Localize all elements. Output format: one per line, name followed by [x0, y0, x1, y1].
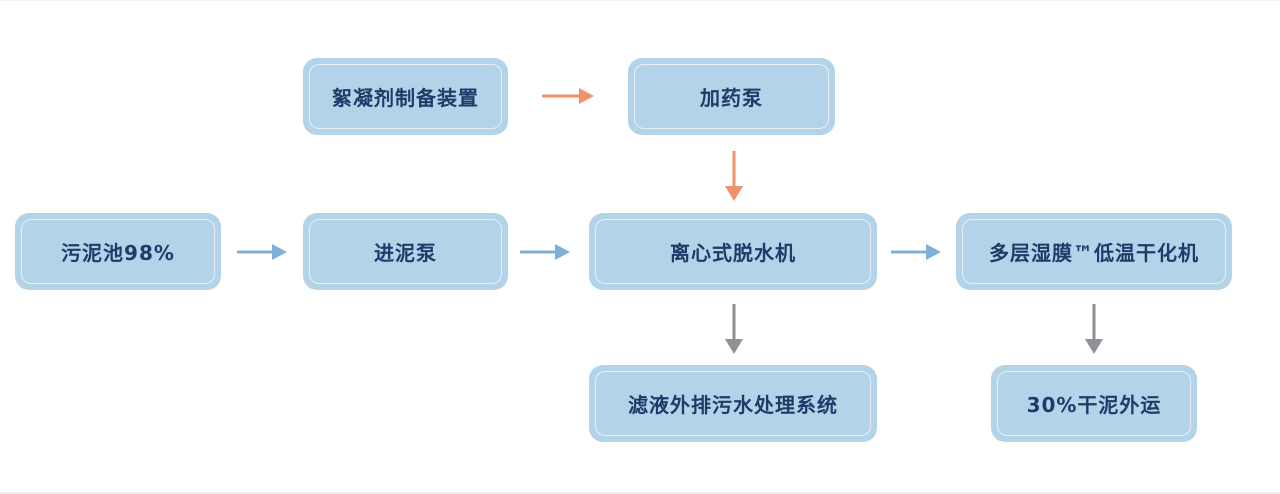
- node-label: 多层湿膜™低温干化机: [989, 241, 1199, 265]
- arrow-right-icon: [237, 244, 287, 260]
- node-filtrate-treatment: 滤液外排污水处理系统: [589, 365, 877, 442]
- node-label: 絮凝剂制备装置: [332, 86, 479, 110]
- node-sludge-pool: 污泥池98%: [15, 213, 221, 290]
- node-dry-sludge-out: 30%干泥外运: [991, 365, 1197, 442]
- node-dryer: 多层湿膜™低温干化机: [956, 213, 1232, 290]
- node-label: 加药泵: [700, 86, 763, 110]
- bottom-divider: [0, 492, 1280, 494]
- arrow-right-icon: [542, 88, 594, 104]
- top-divider: [0, 0, 1280, 1]
- node-flocculant-prep: 絮凝剂制备装置: [303, 58, 508, 135]
- node-feed-pump: 进泥泵: [303, 213, 508, 290]
- arrow-down-icon: [725, 151, 743, 201]
- node-label: 污泥池98%: [61, 241, 175, 265]
- arrow-down-icon: [725, 304, 743, 354]
- node-dosing-pump: 加药泵: [628, 58, 835, 135]
- node-label: 滤液外排污水处理系统: [628, 393, 838, 417]
- node-label: 进泥泵: [374, 241, 437, 265]
- node-label: 30%干泥外运: [1026, 393, 1162, 417]
- arrow-right-icon: [520, 244, 570, 260]
- node-centrifuge: 离心式脱水机: [589, 213, 877, 290]
- node-label: 离心式脱水机: [670, 241, 796, 265]
- arrow-right-icon: [891, 244, 941, 260]
- arrow-down-icon: [1085, 304, 1103, 354]
